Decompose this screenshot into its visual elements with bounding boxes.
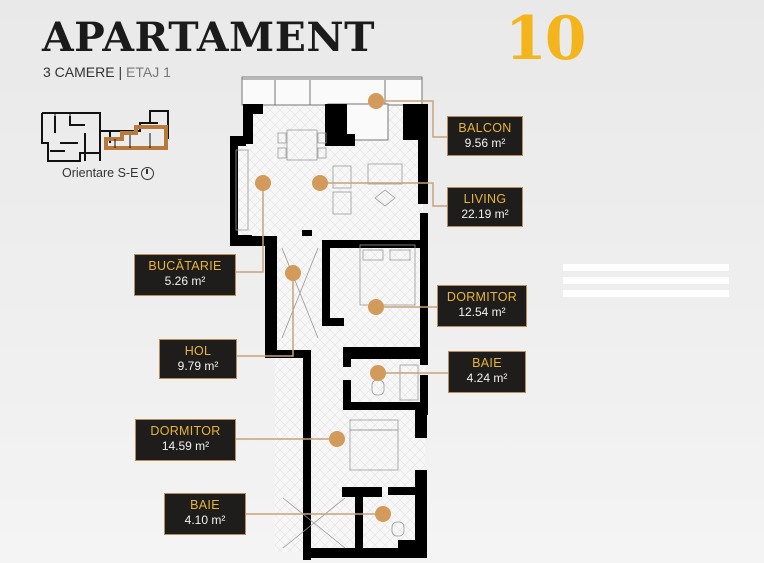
room-name: BUCĂTARIE [148,259,222,273]
room-name: BAIE [190,498,220,512]
room-label-baie-1: BAIE 4.24 m² [448,351,526,393]
room-name: LIVING [463,192,507,206]
marker-balcon [368,93,384,109]
page-title: APARTAMENT [42,14,376,61]
stripe [563,290,729,297]
decorative-stripes [563,264,729,303]
marker-dormitor-2 [329,431,345,447]
room-name: BAIE [472,356,502,370]
room-label-hol: HOL 9.79 m² [159,339,237,379]
room-name: DORMITOR [150,424,221,438]
apartment-subtitle: 3 CAMERE | ETAJ 1 [43,64,171,80]
highlighted-unit [104,125,168,150]
room-area: 9.79 m² [177,359,219,373]
marker-baie-2 [375,506,391,522]
room-label-dormitor-2: DORMITOR 14.59 m² [135,419,236,461]
room-label-bucatarie: BUCĂTARIE 5.26 m² [134,254,236,296]
marker-baie-1 [370,365,386,381]
room-name: BALCON [458,121,512,135]
room-markers [255,93,391,522]
room-area: 22.19 m² [461,207,509,221]
marker-dormitor-1 [368,299,384,315]
marker-hol [285,265,301,281]
subtitle-separator: | [118,64,123,80]
room-label-balcon: BALCON 9.56 m² [447,116,523,156]
room-area: 9.56 m² [464,136,506,150]
clock-compass-icon [141,166,155,180]
apartment-number: 10 [505,4,586,74]
room-name: HOL [184,344,212,358]
room-area: 4.24 m² [466,371,508,385]
building-keyplan [41,110,169,162]
room-area: 12.54 m² [458,305,506,319]
room-name: DORMITOR [446,290,518,304]
room-label-dormitor-1: DORMITOR 12.54 m² [437,285,527,327]
stripe [563,264,729,271]
leader-lines [236,100,448,515]
furniture [235,129,419,549]
room-area: 14.59 m² [161,439,210,453]
room-label-living: LIVING 22.19 m² [447,187,523,227]
marker-bucatarie [255,175,271,191]
room-area: 4.10 m² [184,513,226,527]
orientation-label: Orientare S-E [62,166,139,180]
rooms-count: 3 CAMERE [43,64,115,80]
walls [230,104,428,560]
stripe [563,277,729,284]
orientation: Orientare S-E [62,166,155,180]
floor-label: ETAJ 1 [126,64,171,80]
floor-area [233,104,425,552]
room-label-baie-2: BAIE 4.10 m² [164,493,246,535]
room-area: 5.26 m² [164,274,206,288]
marker-living [312,175,328,191]
